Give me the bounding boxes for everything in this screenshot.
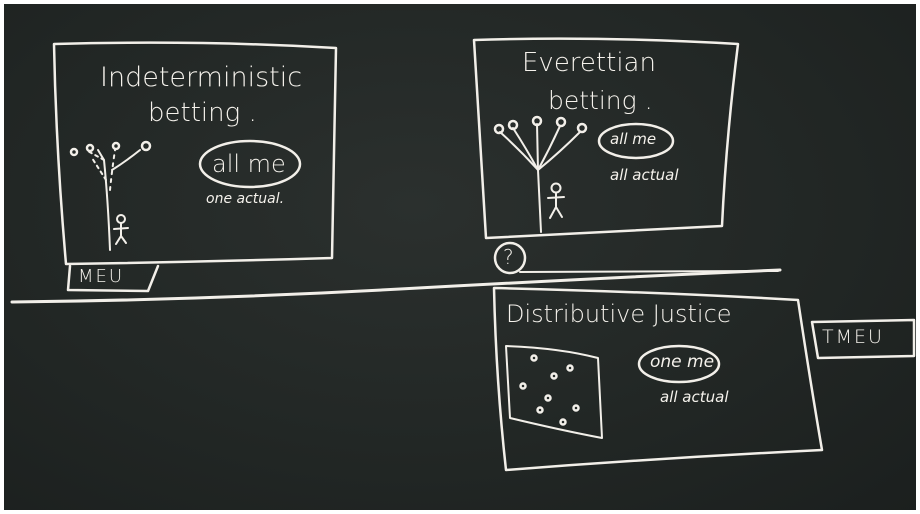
question-circle — [493, 241, 527, 275]
indeterministic-title-line1: Indeterministic — [100, 62, 303, 93]
everettian-stick-figure — [547, 182, 565, 219]
everettian-frame — [472, 37, 740, 240]
tmeu-tag-frame — [810, 318, 916, 360]
everettian-title-line1: Everettian — [522, 48, 656, 78]
everettian-circled-label: all me — [610, 130, 657, 148]
distributive-dots — [519, 354, 580, 426]
indeterministic-frame — [52, 41, 338, 266]
divider-line — [10, 268, 782, 304]
indeterministic-stick-figure — [113, 214, 129, 245]
tmeu-tag-label: TMEU — [822, 326, 884, 348]
meu-tag-frame — [66, 264, 160, 293]
distributive-sub-label: all actual — [660, 388, 729, 406]
indeterministic-circled-label: all me — [212, 150, 286, 178]
distributive-circled-label: one me — [650, 352, 715, 372]
distributive-circle — [637, 344, 721, 384]
divider-line-right — [519, 270, 779, 273]
everettian-title-line2: betting . — [548, 86, 653, 115]
indeterministic-branch-diagram — [69, 140, 152, 251]
question-mark: ? — [503, 245, 514, 269]
everettian-circle — [597, 122, 675, 160]
distributive-title: Distributive Justice — [506, 300, 732, 328]
indeterministic-title-line2: betting . — [148, 98, 257, 128]
everettian-branch-diagram — [493, 115, 588, 233]
everettian-sub-label: all actual — [610, 166, 679, 184]
distributive-inner-square — [505, 345, 603, 439]
meu-tag-label: MEU — [78, 266, 125, 287]
distributive-frame — [492, 286, 824, 472]
indeterministic-sub-label: one actual. — [206, 191, 285, 207]
indeterministic-circle — [198, 139, 302, 189]
